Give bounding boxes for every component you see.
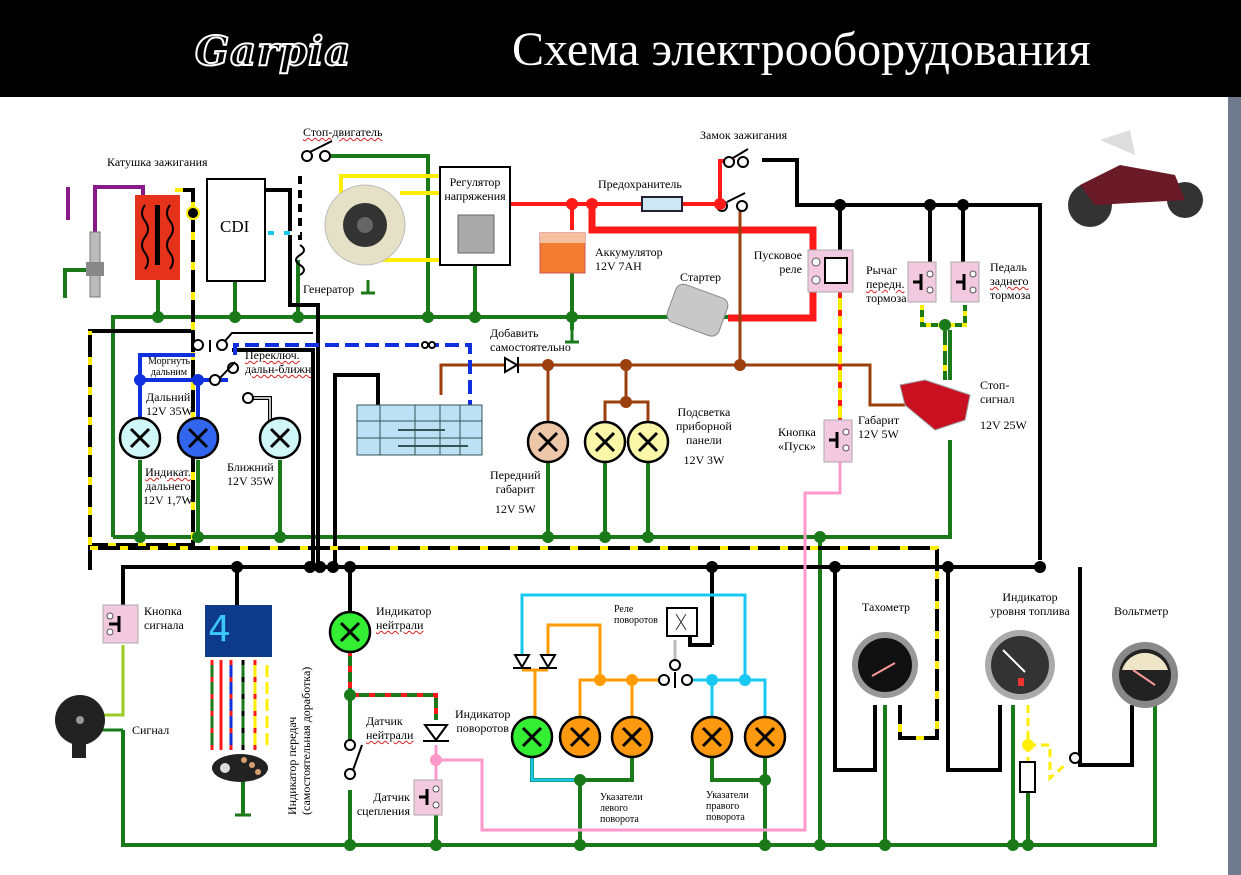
label-engine-stop: Стоп-двигатель — [303, 125, 383, 139]
cdi-unit — [206, 178, 266, 282]
page-title: Схема электрооборудования — [512, 23, 1091, 76]
gear-display-digit: 4 — [208, 609, 231, 650]
junctions — [134, 311, 1034, 851]
left-turn-lamp-2 — [610, 715, 654, 759]
regulator-heatsink-icon — [457, 214, 495, 254]
dashboard-switch-panel — [356, 404, 483, 456]
battery-icon — [539, 232, 586, 274]
label-cdi: CDI — [220, 217, 250, 236]
fuel-gauge-icon — [985, 630, 1055, 700]
ignition-coil-icon — [135, 195, 180, 280]
label-ignition-lock: Замок зажигания — [700, 128, 788, 142]
label-hi-lo-switch: Переключ.дальн-ближн — [245, 348, 312, 376]
generator-wires — [339, 174, 440, 262]
low-beam-lamp — [258, 416, 302, 460]
start-button-icon — [823, 419, 853, 463]
front-parking-lamp — [526, 420, 570, 464]
clutch-sensor-icon — [413, 779, 443, 816]
label-fuse: Предохранитель — [598, 177, 682, 191]
brake-switch-rear-icon — [950, 261, 980, 303]
right-turn-lamp-2 — [743, 715, 787, 759]
neutral-indicator-lamp — [328, 610, 372, 654]
light-switches — [192, 332, 436, 404]
engine-stop-switch — [301, 140, 333, 162]
hv-lead — [93, 185, 145, 235]
panel-lamp-2 — [626, 420, 670, 464]
fuse-icon — [641, 196, 683, 212]
label-start-button: Кнопка«Пуск» — [778, 425, 816, 453]
window-frame — [1228, 97, 1241, 875]
parking-wires — [439, 206, 905, 425]
neutral-sensor-switch — [344, 739, 363, 780]
fuel-sensor-resistor — [1019, 761, 1036, 793]
label-gear-indicator: Индикатор передач(самостоятельная дорабо… — [285, 666, 313, 815]
cdi-wires — [88, 170, 939, 740]
turn-relay-icon — [666, 607, 698, 637]
voltmeter-gauge-icon — [1112, 642, 1178, 708]
gear-sensor-icon — [212, 754, 268, 782]
neutral-diode-icon — [423, 724, 449, 742]
horn-icon — [55, 695, 105, 758]
panel-lamp-1 — [583, 420, 627, 464]
high-beam-wires — [138, 343, 472, 420]
gear-display-icon — [205, 605, 272, 657]
starter-motor-icon — [666, 283, 729, 337]
horn-button-icon — [102, 604, 139, 644]
spark-plug-icon — [86, 231, 104, 298]
label-ignition-coil: Катушка зажигания — [107, 155, 208, 169]
brand-logo: Garpia — [194, 27, 352, 76]
ignition-wires — [88, 158, 1134, 772]
brake-switch-front-icon — [907, 261, 937, 303]
label-voltmeter: Вольтметр — [1114, 604, 1169, 618]
header-bar: Garpia Схема электрооборудования — [0, 0, 1241, 97]
lamps — [118, 416, 787, 759]
horn-wires — [100, 645, 125, 732]
label-horn: Сигнал — [132, 723, 170, 737]
high-beam-lamp — [118, 416, 162, 460]
turn-indicator-lamp — [510, 715, 554, 759]
label-tachometer: Тахометр — [862, 600, 910, 614]
left-turn-lamp-1 — [558, 715, 602, 759]
gear-indicator-wires — [210, 660, 269, 750]
pickup-coil-icon — [295, 244, 305, 276]
motorcycle-image — [1068, 130, 1203, 227]
tachometer-gauge-icon — [852, 632, 918, 698]
generator-icon — [324, 184, 406, 266]
low-beam-wire — [252, 396, 272, 425]
high-beam-indicator-lamp — [176, 416, 220, 460]
turn-diodes-icon — [513, 654, 557, 669]
tail-light-icon — [899, 379, 971, 431]
label-generator: Генератор — [303, 282, 355, 296]
turn-switch-icon — [658, 659, 693, 688]
right-turn-lamp-1 — [690, 715, 734, 759]
diode-icon — [504, 356, 519, 374]
label-starter: Стартер — [680, 270, 721, 284]
starter-relay-icon — [807, 249, 854, 293]
